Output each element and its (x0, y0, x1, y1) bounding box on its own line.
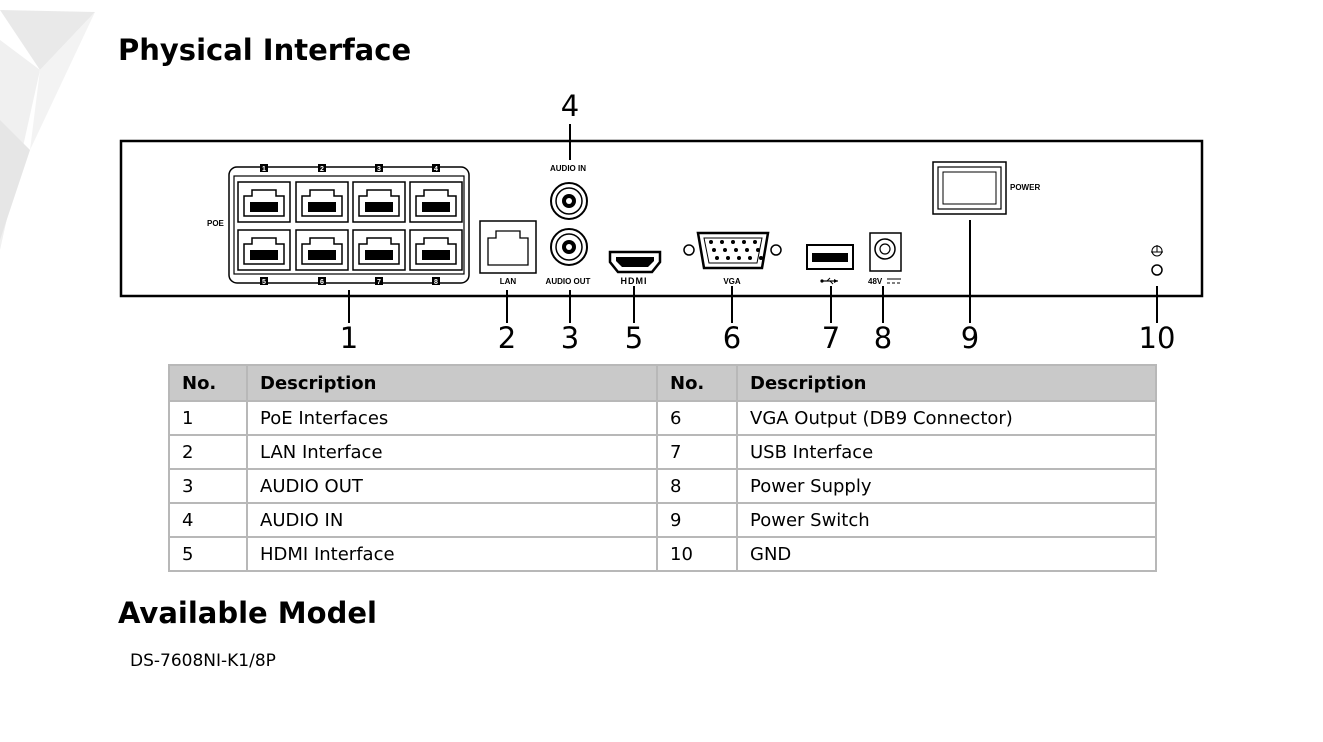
poe-port (295, 181, 349, 223)
audio-in-label: AUDIO IN (550, 164, 586, 173)
table-cell-no: 1 (168, 400, 248, 436)
ground-icon (1151, 245, 1163, 257)
table-cell-no: 2 (168, 434, 248, 470)
table-cell-no: 5 (168, 536, 248, 572)
lan-port (479, 220, 537, 274)
vga-label: VGA (723, 277, 741, 286)
chassis-outline (119, 139, 1204, 298)
callout-10: 10 (1139, 321, 1176, 355)
dc-label: 48V (868, 277, 883, 286)
hdmi-port (608, 250, 662, 274)
hdmi-label: HDMI (621, 276, 648, 286)
table-cell-no: 7 (656, 434, 738, 470)
vga-port (683, 231, 782, 270)
table-cell-no: 3 (168, 468, 248, 504)
poe-port-number: 7 (377, 279, 381, 286)
table-cell-no: 10 (656, 536, 738, 572)
poe-port (352, 229, 406, 271)
poe-port-number-box (375, 164, 383, 172)
audio-out-label: AUDIO OUT (546, 277, 591, 286)
audio-in-jack (550, 182, 588, 220)
callout-6: 6 (723, 321, 741, 355)
poe-port-number: 4 (434, 166, 438, 173)
available-model-heading: Available Model (118, 596, 377, 630)
poe-port-number: 2 (320, 166, 324, 173)
table-cell-description: AUDIO OUT (246, 468, 658, 504)
poe-port (237, 181, 291, 223)
audio-out-jack (550, 228, 588, 266)
table-cell-no: 4 (168, 502, 248, 538)
poe-port-number-box (318, 277, 326, 285)
table-cell-description: VGA Output (DB9 Connector) (736, 400, 1157, 436)
poe-port (237, 229, 291, 271)
poe-port (409, 229, 463, 271)
table-cell-description: GND (736, 536, 1157, 572)
callout-5: 5 (625, 321, 643, 355)
ground-terminal (1151, 264, 1163, 276)
callout-4: 4 (561, 89, 579, 123)
power-switch (932, 161, 1007, 215)
table-cell-description: Power Supply (736, 468, 1157, 504)
poe-port (409, 181, 463, 223)
table-cell-description: AUDIO IN (246, 502, 658, 538)
usb-icon (820, 277, 838, 285)
table-cell-description: LAN Interface (246, 434, 658, 470)
poe-port-number: 6 (320, 279, 324, 286)
poe-port-number: 1 (262, 166, 266, 173)
physical-interface-heading: Physical Interface (118, 33, 412, 67)
header-no-left: No. (168, 364, 248, 402)
callout-3: 3 (561, 321, 579, 355)
poe-port-number-box (260, 164, 268, 172)
callout-9: 9 (961, 321, 979, 355)
poe-label: POE (207, 219, 225, 228)
callout-2: 2 (498, 321, 516, 355)
table-cell-no: 9 (656, 502, 738, 538)
callout-lines (348, 124, 1158, 323)
poe-port-number-box (432, 277, 440, 285)
callout-8: 8 (874, 321, 892, 355)
header-description-right: Description (736, 364, 1157, 402)
header-description-left: Description (246, 364, 658, 402)
table-cell-description: USB Interface (736, 434, 1157, 470)
poe-port-block (228, 166, 470, 284)
poe-port-number-box (260, 277, 268, 285)
dc-power-jack (869, 232, 902, 272)
table-cell-description: Power Switch (736, 502, 1157, 538)
poe-port-number-box (375, 277, 383, 285)
callout-1: 1 (340, 321, 358, 355)
poe-port-number: 5 (262, 279, 266, 286)
poe-port-number-box (432, 164, 440, 172)
dc-polarity-icon (887, 278, 901, 284)
callout-7: 7 (822, 321, 840, 355)
table-cell-description: PoE Interfaces (246, 400, 658, 436)
model-number: DS-7608NI-K1/8P (130, 651, 276, 671)
poe-port-number-box (318, 164, 326, 172)
table-cell-description: HDMI Interface (246, 536, 658, 572)
header-no-right: No. (656, 364, 738, 402)
lan-label: LAN (500, 277, 517, 286)
table-cell-no: 6 (656, 400, 738, 436)
table-cell-no: 8 (656, 468, 738, 504)
poe-port (352, 181, 406, 223)
watermark-logo (0, 10, 95, 250)
usb-port (806, 244, 854, 270)
poe-port-number: 3 (377, 166, 381, 173)
power-label: POWER (1010, 183, 1040, 192)
table-header-row: No. Description No. Description (168, 364, 1157, 402)
poe-port-number: 8 (434, 279, 438, 286)
poe-port (295, 229, 349, 271)
